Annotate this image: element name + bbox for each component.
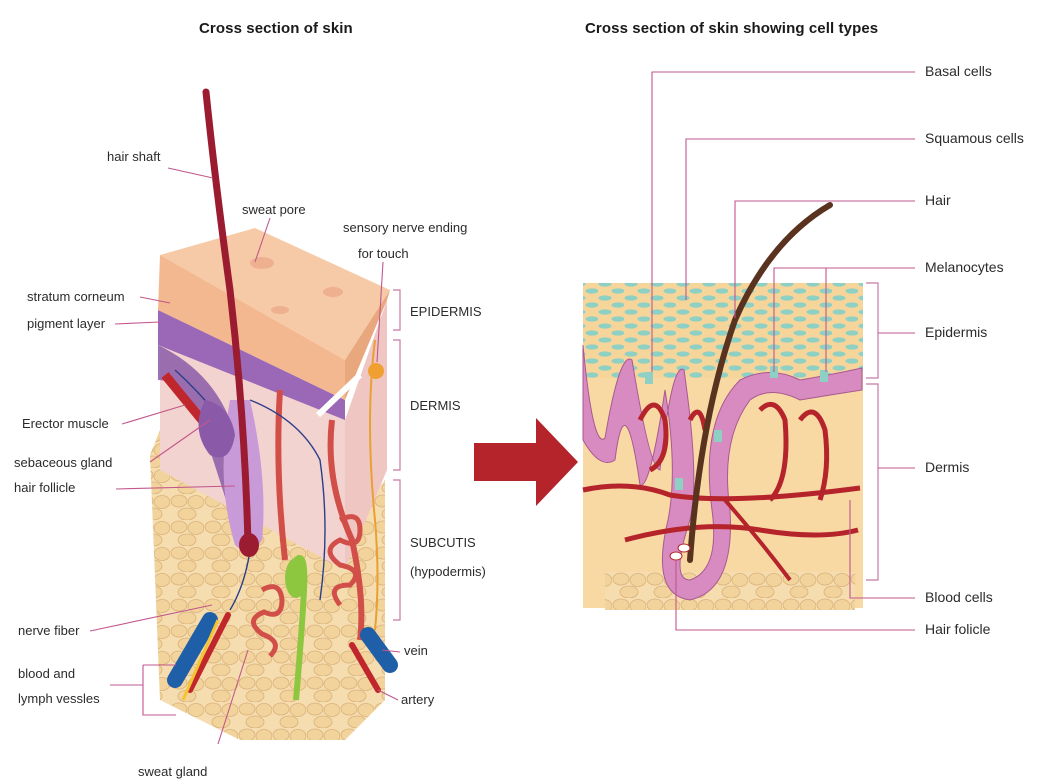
pore-dimple <box>250 257 274 269</box>
label-blood-cells: Blood cells <box>925 589 993 605</box>
right-dermis-bracket <box>866 384 878 580</box>
sensory-ending <box>368 363 384 379</box>
label-hair-folicle: Hair folicle <box>925 621 991 637</box>
blood-cell <box>670 552 682 560</box>
label-pigment: pigment layer <box>27 316 106 331</box>
subcutis-bracket <box>393 480 400 620</box>
melanocyte <box>820 370 828 382</box>
label-subcutis-1: SUBCUTIS <box>410 535 476 550</box>
label-sensory-2: for touch <box>358 246 409 261</box>
sweat-gland-bulb <box>285 558 307 598</box>
pore-dimple <box>323 287 343 297</box>
label-follicle: hair follicle <box>14 480 75 495</box>
label-melanocytes: Melanocytes <box>925 259 1004 275</box>
label-vein: vein <box>404 643 428 658</box>
left-skin-block <box>150 92 390 740</box>
label-basal: Basal cells <box>925 63 992 79</box>
fat-area <box>605 572 855 610</box>
leader-squamous <box>686 139 915 300</box>
label-dermis-right: Dermis <box>925 459 969 475</box>
label-sweat-gland: sweat gland <box>138 764 207 779</box>
label-nerve: nerve fiber <box>18 623 80 638</box>
label-blood-2: lymph vessles <box>18 691 100 706</box>
melanocyte <box>714 430 722 442</box>
melanocyte <box>675 478 683 490</box>
label-epidermis-right: Epidermis <box>925 324 987 340</box>
label-squamous: Squamous cells <box>925 130 1024 146</box>
label-sensory-1: sensory nerve ending <box>343 220 467 235</box>
label-epidermis-left: EPIDERMIS <box>410 304 482 319</box>
label-blood-1: blood and <box>18 666 75 681</box>
label-hair: Hair <box>925 192 951 208</box>
left-title: Cross section of skin <box>199 20 353 37</box>
leader-hair-shaft <box>168 168 213 178</box>
label-dermis-left: DERMIS <box>410 398 461 413</box>
label-sweat-pore: sweat pore <box>242 202 306 217</box>
leader-pigment <box>115 322 160 324</box>
label-erector: Erector muscle <box>22 416 109 431</box>
epidermis-bracket <box>393 290 400 330</box>
hair-bulb <box>239 533 259 557</box>
label-hair-shaft: hair shaft <box>107 149 161 164</box>
label-sebaceous: sebaceous gland <box>14 455 112 470</box>
dermis-bracket <box>393 340 400 470</box>
pore-dimple <box>271 306 289 314</box>
melanocyte <box>645 372 653 384</box>
label-subcutis-2: (hypodermis) <box>410 564 486 579</box>
right-skin-block <box>583 205 863 610</box>
label-artery: artery <box>401 692 435 707</box>
blood-cell <box>678 544 690 552</box>
transition-arrow <box>474 418 578 506</box>
right-title: Cross section of skin showing cell types <box>585 20 878 37</box>
right-epidermis-bracket <box>866 283 878 378</box>
label-stratum: stratum corneum <box>27 289 125 304</box>
